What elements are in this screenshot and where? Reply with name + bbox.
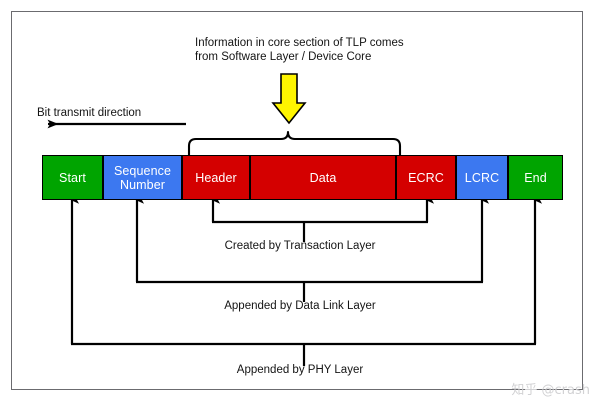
core-section-brace	[187, 130, 402, 158]
core-section-note-line1: Information in core section of TLP comes	[195, 37, 404, 49]
packet-field-label-lcrc: LCRC	[464, 170, 500, 185]
packet-field-label-data: Data	[309, 170, 337, 185]
transaction-layer-connector	[211, 196, 435, 242]
bit-transmit-direction-label: Bit transmit direction	[37, 107, 142, 119]
packet-field-label-seqnum: Sequence Number	[113, 163, 172, 192]
datalink-layer-connector	[135, 196, 490, 302]
packet-field-seqnum: Sequence Number	[103, 155, 182, 200]
packet-field-data: Data	[250, 155, 396, 200]
packet-field-label-ecrc: ECRC	[408, 170, 444, 185]
watermark: 知乎 @crash	[511, 383, 590, 398]
packet-field-label-header: Header	[195, 170, 237, 185]
layer-label-datalink: Appended by Data Link Layer	[224, 300, 376, 312]
layer-label-transaction: Created by Transaction Layer	[224, 240, 376, 252]
packet-field-label-start: Start	[59, 170, 86, 185]
packet-field-start: Start	[42, 155, 103, 200]
core-section-note-line2: from Software Layer / Device Core	[195, 51, 372, 63]
layer-label-phy: Appended by PHY Layer	[236, 364, 364, 376]
packet-field-ecrc: ECRC	[396, 155, 456, 200]
packet-field-end: End	[508, 155, 563, 200]
yellow-down-arrow	[271, 73, 307, 125]
packet-field-label-end: End	[524, 170, 547, 185]
packet-field-header: Header	[182, 155, 250, 200]
phy-layer-connector	[70, 196, 543, 366]
packet-field-lcrc: LCRC	[456, 155, 508, 200]
